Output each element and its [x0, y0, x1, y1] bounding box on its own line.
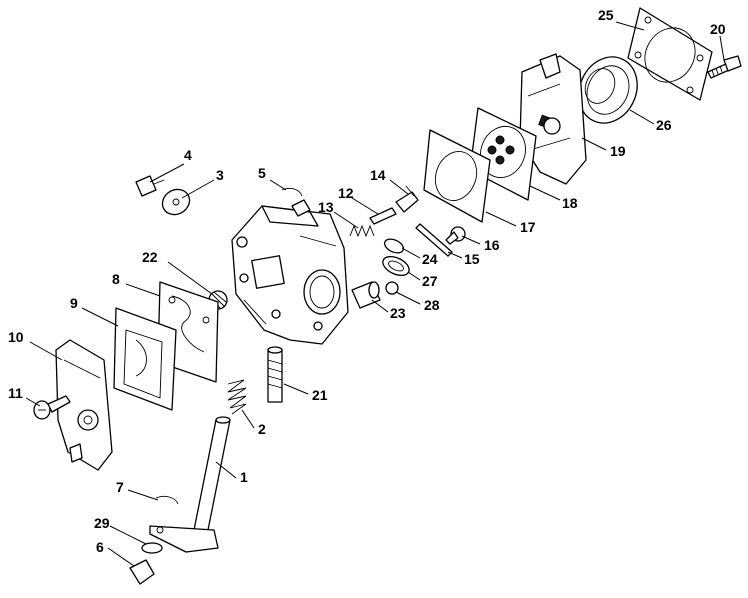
part-27-ring — [382, 255, 410, 277]
part-3-plate — [161, 188, 191, 216]
leader-lines — [25, 21, 725, 567]
part-28-nut — [385, 281, 399, 295]
callout-3: 3 — [216, 167, 224, 183]
part-13-spring — [349, 224, 375, 238]
part-15-pin — [415, 223, 453, 257]
callout-23: 23 — [390, 305, 406, 321]
callout-4: 4 — [184, 147, 192, 163]
part-23-plug — [351, 281, 381, 309]
callout-9: 9 — [70, 295, 78, 311]
callout-13: 13 — [318, 199, 334, 215]
callout-11: 11 — [8, 385, 23, 401]
part-2-spring — [227, 379, 247, 415]
part-24-ring — [383, 238, 405, 254]
callout-27: 27 — [422, 273, 438, 289]
part-16-screw — [445, 226, 466, 245]
carburetor-body — [231, 199, 349, 345]
part-18-gasket — [423, 129, 491, 223]
part-9-gasket — [113, 307, 177, 411]
part-26-intake-boot — [578, 56, 638, 124]
callout-8: 8 — [112, 271, 120, 287]
callout-6: 6 — [96, 539, 104, 555]
callout-12: 12 — [338, 185, 354, 201]
callout-2: 2 — [258, 421, 266, 437]
callout-10: 10 — [8, 329, 24, 345]
callout-15: 15 — [464, 251, 480, 267]
callout-20: 20 — [710, 21, 726, 37]
part-12-needle — [369, 207, 397, 225]
part-14-lever — [395, 185, 419, 213]
callout-5: 5 — [258, 165, 266, 181]
callout-17: 17 — [520, 219, 536, 235]
callout-28: 28 — [424, 297, 440, 313]
callout-22: 22 — [142, 249, 158, 265]
callout-26: 26 — [656, 117, 672, 133]
part-29-washer — [141, 542, 163, 554]
callout-25: 25 — [598, 7, 614, 23]
callout-16: 16 — [484, 237, 500, 253]
part-7-clip — [155, 495, 179, 505]
part-4-screw — [135, 175, 165, 197]
part-1-throttle-shaft — [149, 416, 231, 553]
callout-24: 24 — [422, 251, 438, 267]
part-25-gasket — [627, 7, 713, 101]
callout-14: 14 — [370, 167, 386, 183]
callout-18: 18 — [562, 195, 578, 211]
part-11-screw — [33, 395, 71, 420]
part-10-cover — [55, 339, 113, 471]
callout-1: 1 — [240, 469, 248, 485]
callout-19: 19 — [610, 143, 626, 159]
callout-21: 21 — [312, 387, 328, 403]
callout-7: 7 — [116, 479, 124, 495]
callout-29: 29 — [94, 515, 110, 531]
part-20-screw — [707, 55, 742, 79]
part-19-cover — [519, 53, 587, 185]
part-6-nut — [129, 559, 155, 585]
part-21-shaft — [267, 346, 283, 403]
